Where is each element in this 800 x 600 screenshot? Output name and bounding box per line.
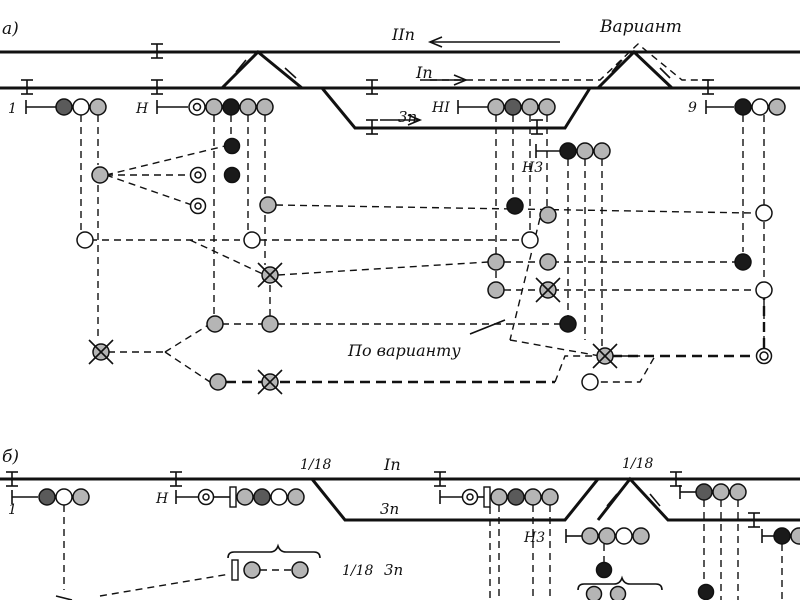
track-label-1p: Iп <box>415 63 433 82</box>
signal-lamp <box>632 527 650 545</box>
by-variant-label: По варианту <box>347 341 461 360</box>
signal-lamp <box>89 98 107 116</box>
signal-lamp <box>734 98 752 116</box>
variant-label: Вариант <box>599 17 682 37</box>
signal-lamp <box>541 488 559 506</box>
signal-lamp <box>55 488 73 506</box>
signal-lamp <box>243 561 261 579</box>
signal-lamp <box>521 98 539 116</box>
group-brace <box>577 575 663 591</box>
signal-lamp <box>538 98 556 116</box>
signal-lamp <box>504 98 522 116</box>
variant-route-bottom <box>554 355 657 383</box>
switch-label: 1/18 <box>342 563 374 579</box>
switch-mark <box>284 67 297 79</box>
signal-label-n1: НI <box>431 100 450 116</box>
signal-lamp <box>490 488 508 506</box>
crossover-right <box>596 49 674 90</box>
track-label-3p-b: 3п <box>380 500 399 518</box>
insulating-joints-b <box>6 471 760 528</box>
diagram-part-a: а) IIп Iп <box>0 17 800 395</box>
signal-lamp <box>205 98 223 116</box>
track-label-3p-mid: 3п <box>384 561 403 579</box>
signal-lamp <box>712 483 730 501</box>
signal-lamp <box>751 98 769 116</box>
signal-lamp <box>697 583 715 600</box>
route-indicator <box>229 486 237 508</box>
signal-lamp <box>72 488 90 506</box>
signal-lamp <box>222 98 240 116</box>
leader-line <box>469 319 506 335</box>
signal-label-9: 9 <box>688 100 697 116</box>
flashing-marks <box>88 262 618 395</box>
signal-lamp <box>615 527 633 545</box>
signal-lamp <box>559 142 577 160</box>
crossover-left <box>220 49 303 90</box>
track-label-1p-b: Iп <box>383 455 401 474</box>
part-a-label: а) <box>2 19 19 39</box>
route-indicator <box>231 559 239 581</box>
signal-label-n3: Н3 <box>521 160 543 176</box>
switch-label: 1/18 <box>622 456 654 472</box>
signal-lamp <box>598 527 616 545</box>
signal-lamp <box>55 98 73 116</box>
signal-lamp <box>524 488 542 506</box>
switch-mark <box>606 493 618 507</box>
signal-lamp <box>487 98 505 116</box>
signal-lamp <box>609 585 627 600</box>
track-line-3p-b <box>310 478 600 522</box>
part-b-label: б) <box>2 447 19 467</box>
signal-lamp <box>239 98 257 116</box>
switch-mark <box>659 67 671 79</box>
signal-lamp <box>593 142 611 160</box>
signal-lamp <box>236 488 254 506</box>
diagram-part-b: б) 1/18 1/18 Iп 3п 1 Н <box>0 447 800 600</box>
signal-label-1-b: 1 <box>8 502 17 518</box>
signal-lamp <box>790 527 800 545</box>
signal-lamp <box>581 527 599 545</box>
route <box>99 573 231 597</box>
route-indicator <box>483 486 491 508</box>
track-line-3p <box>320 87 592 130</box>
flashing-mark <box>55 595 73 600</box>
signal-label-n-b: Н <box>155 491 169 507</box>
signal-connections-b <box>63 500 783 600</box>
variant-route <box>430 43 712 81</box>
signal-label-1: 1 <box>8 101 17 117</box>
switch-mark <box>611 59 623 73</box>
signal-lamp <box>576 142 594 160</box>
signal-lamp <box>38 488 56 506</box>
signal-lamp <box>595 561 613 579</box>
signal-lamp <box>773 527 791 545</box>
signal-lamp <box>287 488 305 506</box>
signal-lamp <box>291 561 309 579</box>
group-brace <box>227 543 321 559</box>
signal-lamp <box>72 98 90 116</box>
insulating-joints <box>21 43 714 135</box>
signal-lamp <box>585 585 603 600</box>
switch-mark <box>649 493 661 507</box>
signal-lamp <box>256 98 274 116</box>
track-label-3p: 3п <box>398 108 417 126</box>
signal-label-n: Н <box>135 101 149 117</box>
switch-mark <box>235 59 247 73</box>
signal-lamp <box>253 488 271 506</box>
signal-lamp <box>729 483 747 501</box>
switch-label: 1/18 <box>300 457 332 473</box>
track-label-2p: IIп <box>391 25 415 44</box>
signal-lamp <box>695 483 713 501</box>
track-line-3p-b-right <box>596 476 800 522</box>
signal-label-n3-b: Н3 <box>523 530 545 546</box>
signal-lamp <box>768 98 786 116</box>
signal-connections <box>80 115 765 348</box>
signal-lamp <box>270 488 288 506</box>
signal-lamp <box>507 488 525 506</box>
